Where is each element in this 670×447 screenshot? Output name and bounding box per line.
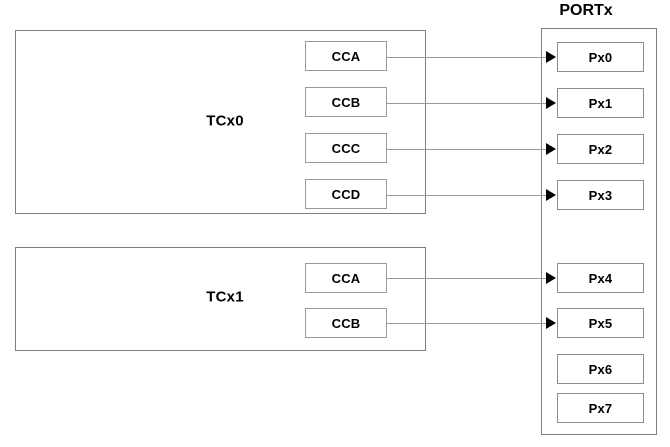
pin-px5: Px5 <box>557 308 644 338</box>
wire-tcx0-ccc-px2 <box>387 149 547 150</box>
block-label-tcx0: TCx0 <box>206 112 244 130</box>
port-title: PORTx <box>559 2 613 19</box>
channel-tcx1-cca: CCA <box>305 263 387 293</box>
channel-tcx1-ccb: CCB <box>305 308 387 338</box>
wire-tcx1-cca-px4 <box>387 278 547 279</box>
wire-tcx1-ccb-px5 <box>387 323 547 324</box>
pin-px6: Px6 <box>557 354 644 384</box>
pin-px2: Px2 <box>557 134 644 164</box>
pin-px0: Px0 <box>557 42 644 72</box>
wire-tcx0-ccd-px3-arrow-icon <box>546 189 556 201</box>
wire-tcx0-cca-px0 <box>387 57 547 58</box>
pin-px7: Px7 <box>557 393 644 423</box>
pin-px4: Px4 <box>557 263 644 293</box>
channel-tcx0-cca: CCA <box>305 41 387 71</box>
block-label-tcx1: TCx1 <box>206 288 244 306</box>
wire-tcx1-ccb-px5-arrow-icon <box>546 317 556 329</box>
wire-tcx0-ccc-px2-arrow-icon <box>546 143 556 155</box>
wire-tcx0-cca-px0-arrow-icon <box>546 51 556 63</box>
wire-tcx0-ccb-px1 <box>387 103 547 104</box>
pin-px3: Px3 <box>557 180 644 210</box>
channel-tcx0-ccd: CCD <box>305 179 387 209</box>
wire-tcx0-ccd-px3 <box>387 195 547 196</box>
wire-tcx1-cca-px4-arrow-icon <box>546 272 556 284</box>
pin-px1: Px1 <box>557 88 644 118</box>
channel-tcx0-ccb: CCB <box>305 87 387 117</box>
channel-tcx0-ccc: CCC <box>305 133 387 163</box>
wire-tcx0-ccb-px1-arrow-icon <box>546 97 556 109</box>
